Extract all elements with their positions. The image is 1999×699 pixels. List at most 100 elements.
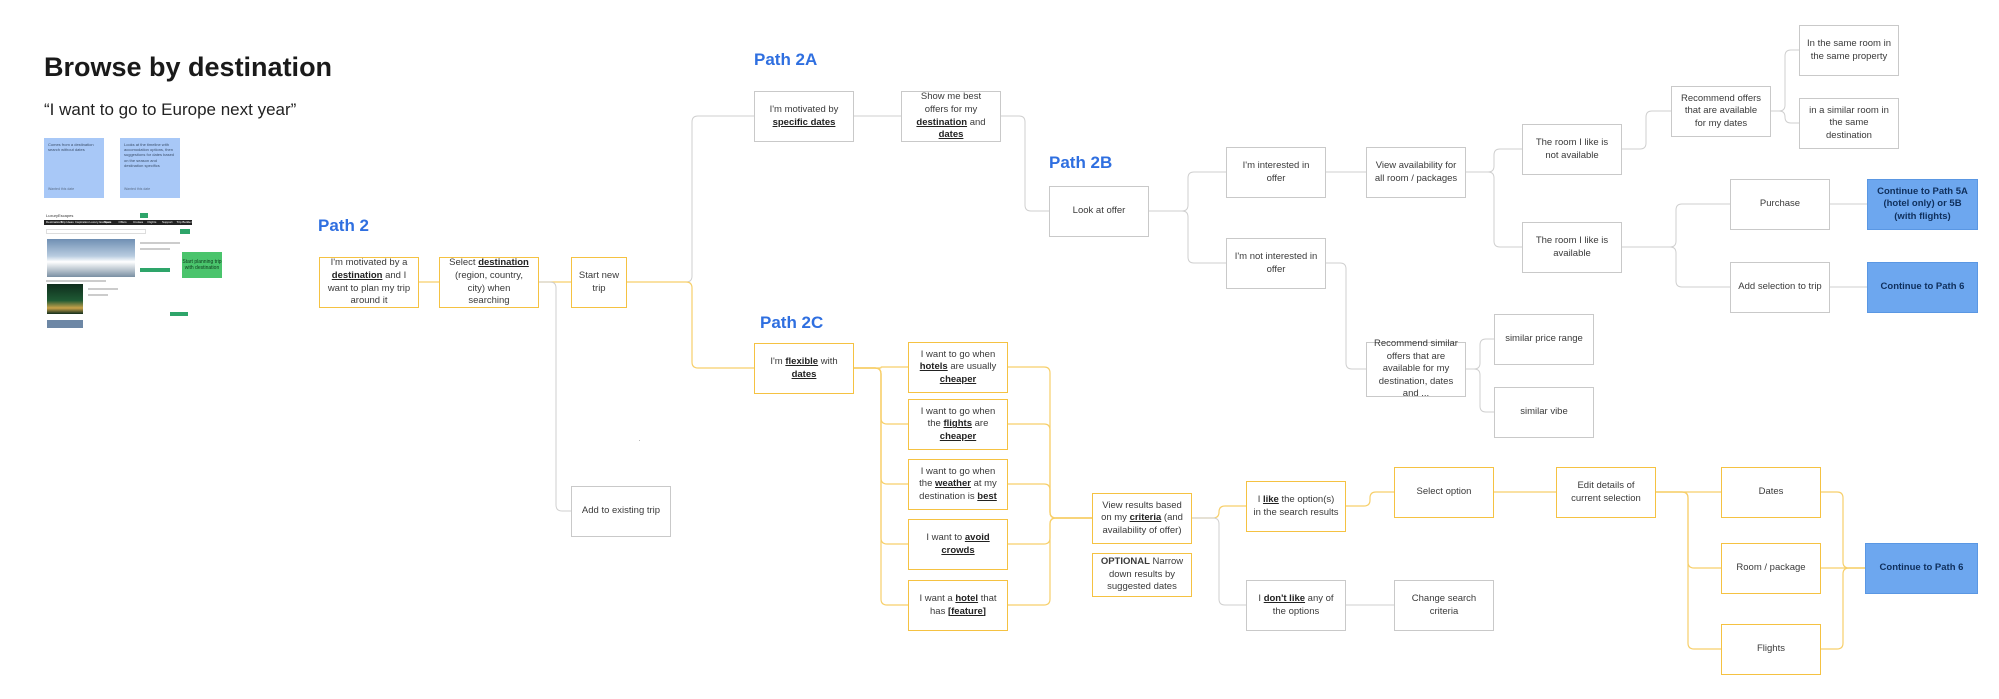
thumbnail-nav-item: Support <box>162 220 173 224</box>
node-motivated-by-specific-dates[interactable]: I'm motivated by specific dates <box>754 91 854 142</box>
thumbnail-nav-button <box>140 213 148 218</box>
thumbnail-nav-item: Inspiration <box>75 220 89 224</box>
thumbnail-text-line <box>140 242 180 244</box>
node-room-available[interactable]: The room I like is available <box>1522 222 1622 273</box>
node-hotels-cheaper[interactable]: I want to go when hotels are usually che… <box>908 342 1008 393</box>
connector <box>1466 338 1494 370</box>
node-interested-in-offer[interactable]: I'm interested in offer <box>1226 147 1326 198</box>
thumbnail-cta <box>170 312 188 316</box>
path-2a-label: Path 2A <box>754 50 818 69</box>
path-2b-label: Path 2B <box>1049 153 1113 172</box>
node-recommend-similar-offers[interactable]: Recommend similar offers that are availa… <box>1366 338 1466 399</box>
node-motivated-by-destination[interactable]: I'm motivated by a destination and I wan… <box>319 257 419 308</box>
sticky-note-footer: Wanted this date <box>48 187 75 192</box>
node-start-new-trip[interactable]: Start new trip <box>571 257 627 308</box>
thumbnail-nav-item: Luxury Escapes <box>89 220 111 224</box>
thumbnail-text-line <box>88 288 118 290</box>
thumbnail-nav-item: Destinations <box>46 220 63 224</box>
sticky-note-text: Looks at the timeline with accomodation … <box>124 142 175 168</box>
connector <box>1149 210 1226 264</box>
thumbnail-navbar <box>44 220 192 225</box>
thumbnail-text-line <box>88 294 108 296</box>
thumbnail-mountain-image <box>47 239 135 277</box>
thumbnail-hotel-image <box>47 284 83 314</box>
connector <box>854 367 908 545</box>
connector <box>1466 171 1522 248</box>
connector <box>1001 115 1049 212</box>
node-purchase[interactable]: Purchase <box>1730 179 1830 230</box>
node-optional-narrow-down[interactable]: OPTIONAL Narrow down results by suggeste… <box>1092 553 1192 597</box>
node-similar-room-same-destination[interactable]: in a similar room in the same destinatio… <box>1799 98 1899 149</box>
connector <box>1821 567 1865 650</box>
node-similar-price-range[interactable]: similar price range <box>1494 314 1594 365</box>
node-flexible-with-dates[interactable]: I'm flexible with dates <box>754 343 854 394</box>
connector <box>1008 423 1092 519</box>
connector <box>1192 505 1246 519</box>
sticky-note-1: Comes from a destination search without … <box>44 138 104 198</box>
node-room-package[interactable]: Room / package <box>1721 543 1821 594</box>
thumbnail-search <box>46 229 146 234</box>
node-recommend-available-offers[interactable]: Recommend offers that are available for … <box>1671 86 1771 137</box>
stray-dot <box>639 440 640 441</box>
thumbnail-nav-item: Offers <box>118 220 127 224</box>
thumbnail-text-line <box>46 280 106 282</box>
node-continue-path-5[interactable]: Continue to Path 5A (hotel only) or 5B (… <box>1867 179 1978 230</box>
connector <box>539 281 571 512</box>
connector <box>1149 171 1226 212</box>
connector <box>1326 262 1366 370</box>
sticky-note-footer: Wanted this date <box>124 187 151 192</box>
node-hotel-feature[interactable]: I want a hotel that has [feature] <box>908 580 1008 631</box>
sticky-note-2: Looks at the timeline with accomodation … <box>120 138 180 198</box>
node-edit-details[interactable]: Edit details of current selection <box>1556 467 1656 518</box>
node-view-availability[interactable]: View availability for all room / package… <box>1366 147 1466 198</box>
connector <box>627 281 754 369</box>
node-flights[interactable]: Flights <box>1721 624 1821 675</box>
connector <box>1622 110 1671 150</box>
node-show-best-offers[interactable]: Show me best offers for my destination a… <box>901 91 1001 142</box>
connector <box>1466 368 1494 413</box>
node-continue-path-6-top[interactable]: Continue to Path 6 <box>1867 262 1978 313</box>
node-change-search-criteria[interactable]: Change search criteria <box>1394 580 1494 631</box>
node-weather-best[interactable]: I want to go when the weather at my dest… <box>908 459 1008 510</box>
node-view-results[interactable]: View results based on my criteria (and a… <box>1092 493 1192 544</box>
node-dates[interactable]: Dates <box>1721 467 1821 518</box>
connector <box>1008 366 1092 519</box>
connector <box>1622 246 1730 288</box>
node-continue-path-6-bottom[interactable]: Continue to Path 6 <box>1865 543 1978 594</box>
node-same-room-same-property[interactable]: In the same room in the same property <box>1799 25 1899 76</box>
node-look-at-offer[interactable]: Look at offer <box>1049 186 1149 237</box>
node-room-not-available[interactable]: The room I like is not available <box>1522 124 1622 175</box>
page-title: Browse by destination <box>44 52 333 82</box>
thumbnail-nav-item: Flights <box>147 220 157 224</box>
node-like-options[interactable]: I like the option(s) in the search resul… <box>1246 481 1346 532</box>
path-2c-label: Path 2C <box>760 313 824 332</box>
thumbnail-nav-item: Trip Builder <box>176 220 192 224</box>
thumbnail-cta <box>140 268 170 272</box>
node-add-selection-to-trip[interactable]: Add selection to trip <box>1730 262 1830 313</box>
thumbnail-logo: LuxuryEscapes <box>46 213 74 218</box>
node-select-destination[interactable]: Select destination (region, country, cit… <box>439 257 539 308</box>
thumbnail-search-button <box>180 229 190 234</box>
thumbnail-hotel-image <box>47 320 83 328</box>
page-subtitle: “I want to go to Europe next year” <box>44 100 297 119</box>
connector <box>1656 491 1721 650</box>
thumbnail-nav-item: Cruises <box>133 220 144 224</box>
node-avoid-crowds[interactable]: I want to avoid crowds <box>908 519 1008 570</box>
node-similar-vibe[interactable]: similar vibe <box>1494 387 1594 438</box>
thumbnail-nav-item: Trip Ideas <box>60 220 74 224</box>
node-flights-cheaper[interactable]: I want to go when the flights are cheape… <box>908 399 1008 450</box>
node-not-interested-in-offer[interactable]: I'm not interested in offer <box>1226 238 1326 289</box>
node-dont-like-options[interactable]: I don't like any of the options <box>1246 580 1346 631</box>
node-add-to-existing-trip[interactable]: Add to existing trip <box>571 486 671 537</box>
start-planning-note: Start planning trip with destination <box>182 252 222 278</box>
connector <box>1656 491 1721 569</box>
node-select-option[interactable]: Select option <box>1394 467 1494 518</box>
connector <box>854 367 908 606</box>
connector <box>1192 517 1246 606</box>
connector <box>1821 491 1865 569</box>
connector <box>627 115 754 283</box>
connector <box>854 366 908 369</box>
connector <box>854 367 908 425</box>
connector <box>1771 49 1799 112</box>
